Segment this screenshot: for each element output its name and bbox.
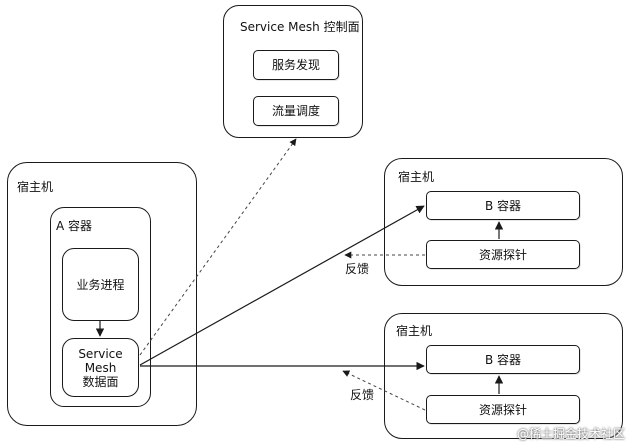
control-plane-title: Service Mesh 控制面 bbox=[240, 20, 360, 34]
watermark: @稀土掘金技术社区 bbox=[516, 427, 625, 441]
control-plane-box: Service Mesh 控制面 服务发现 流量调度 bbox=[223, 5, 363, 138]
service-discovery-box: 服务发现 bbox=[253, 50, 339, 80]
mesh-data-plane-line-1: Service bbox=[78, 346, 123, 361]
mesh-data-plane-line-2: Mesh bbox=[84, 360, 117, 375]
mesh-data-plane-box: Service Mesh 数据面 bbox=[62, 338, 139, 397]
container-b-top-box: B 容器 bbox=[426, 191, 580, 220]
business-process-box: 业务进程 bbox=[62, 248, 139, 321]
host-left-title: 宿主机 bbox=[17, 180, 54, 194]
feedback-top-label: 反馈 bbox=[345, 262, 370, 276]
host-right-bottom-title: 宿主机 bbox=[396, 324, 433, 338]
host-right-top-title: 宿主机 bbox=[398, 170, 435, 184]
container-b-bottom-box: B 容器 bbox=[426, 345, 580, 374]
probe-bottom-box: 资源探针 bbox=[426, 395, 580, 424]
feedback-bottom-label: 反馈 bbox=[350, 388, 375, 402]
container-a-title: A 容器 bbox=[56, 219, 93, 233]
mesh-data-plane-line-3: 数据面 bbox=[82, 374, 119, 389]
traffic-scheduling-box: 流量调度 bbox=[253, 96, 339, 126]
probe-top-box: 资源探针 bbox=[426, 240, 580, 269]
